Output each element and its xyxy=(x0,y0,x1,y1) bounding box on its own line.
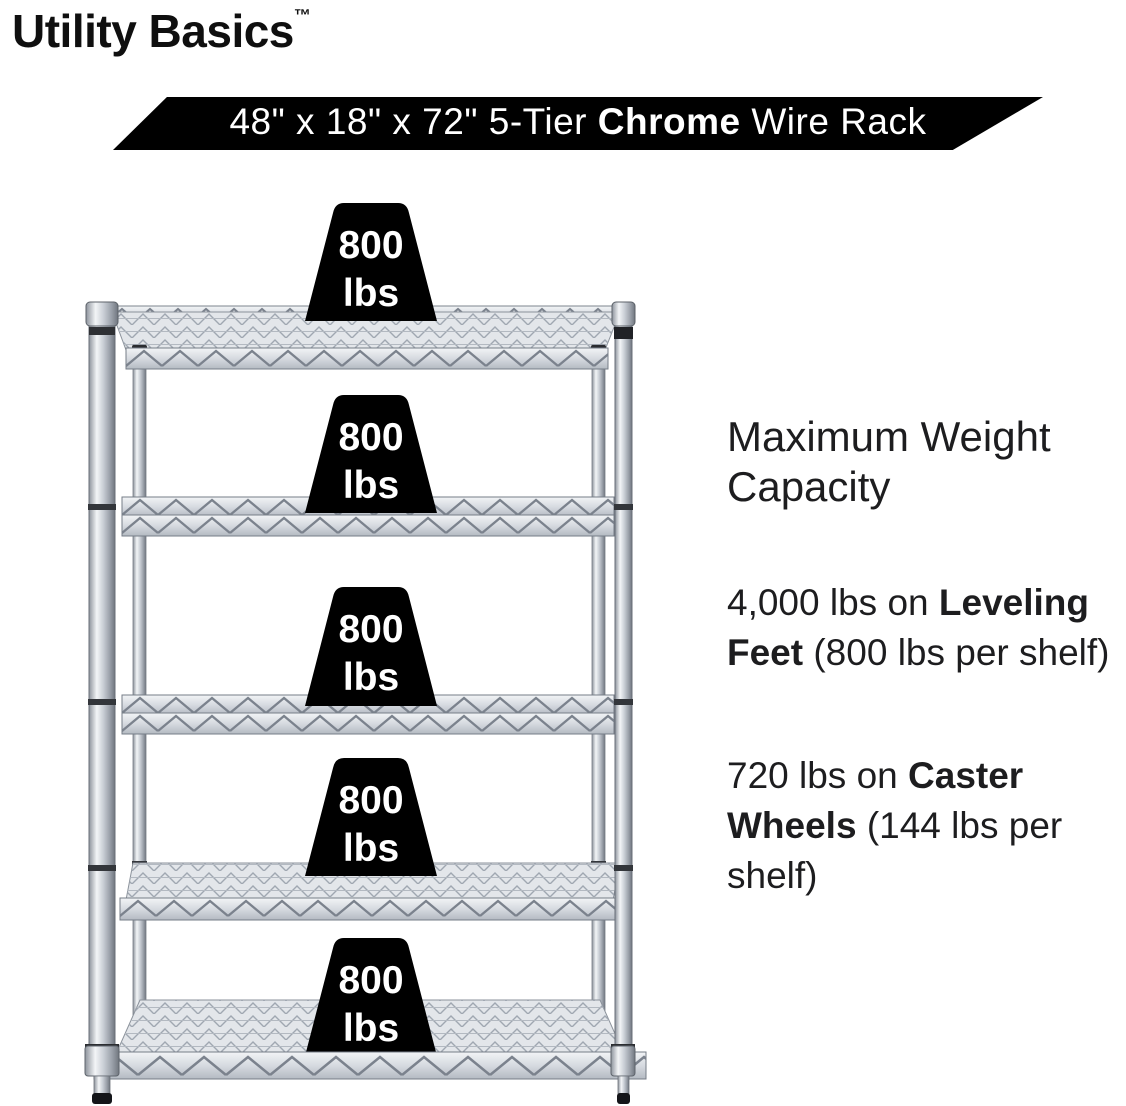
shelf-1-front-rail xyxy=(125,347,609,370)
info-item-bold: Caster Wheels xyxy=(727,755,1024,846)
rack-front-post-right xyxy=(610,301,636,1104)
shelf-3-front-rail xyxy=(121,712,615,735)
rack-front-post-left xyxy=(84,301,120,1104)
shelf-5-front-rail xyxy=(93,1051,647,1080)
info-item-suffix: (144 lbs per shelf) xyxy=(727,804,1063,896)
brand-name: Utility Basics xyxy=(12,5,294,57)
info-item-prefix: 4,000 lbs on xyxy=(727,582,939,623)
info-item-bold: Leveling Feet xyxy=(727,582,1089,673)
shelf-2-front-rail xyxy=(121,514,615,537)
weight-icon: 800 lbs xyxy=(305,395,437,513)
weight-value-label: 800 xyxy=(338,416,403,459)
weight-icon: 800 lbs xyxy=(305,587,437,706)
weight-value-label: 800 xyxy=(338,959,403,1002)
info-heading: Maximum Weight Capacity xyxy=(727,413,1051,510)
info-item-suffix: (800 lbs per shelf) xyxy=(803,631,1110,673)
weight-value-label: 800 xyxy=(338,608,403,651)
weight-value-label: 800 xyxy=(338,224,403,267)
shelf-4-front-rail xyxy=(119,897,618,921)
info-item-leveling-feet: 4,000 lbs on Leveling Feet (800 lbs per … xyxy=(727,578,1126,678)
info-item-caster-wheels: 720 lbs on Caster Wheels (144 lbs per sh… xyxy=(727,751,1126,901)
product-banner: 48" x 18" x 72" 5-Tier Chrome Wire Rack xyxy=(113,97,1043,150)
trademark-symbol: ™ xyxy=(293,6,311,25)
weight-unit-label: lbs xyxy=(343,827,399,870)
weight-unit-label: lbs xyxy=(343,464,399,507)
weight-icon: 800 lbs xyxy=(305,938,437,1056)
weight-icon: 800 lbs xyxy=(305,758,437,876)
info-item-prefix: 720 lbs on xyxy=(727,755,909,796)
brand-logo: Utility Basics™ xyxy=(12,4,311,58)
weight-unit-label: lbs xyxy=(343,1007,399,1050)
banner-prefix: 48" x 18" x 72" 5-Tier xyxy=(229,101,598,142)
weight-icon: 800 lbs xyxy=(305,203,437,321)
banner-text: 48" x 18" x 72" 5-Tier Chrome Wire Rack xyxy=(229,101,926,146)
banner-highlight: Chrome xyxy=(597,101,741,142)
banner-suffix: Wire Rack xyxy=(740,101,927,142)
weight-unit-label: lbs xyxy=(343,656,399,699)
shelf-1-surface xyxy=(107,305,625,351)
weight-unit-label: lbs xyxy=(343,272,399,315)
weight-value-label: 800 xyxy=(338,779,403,822)
